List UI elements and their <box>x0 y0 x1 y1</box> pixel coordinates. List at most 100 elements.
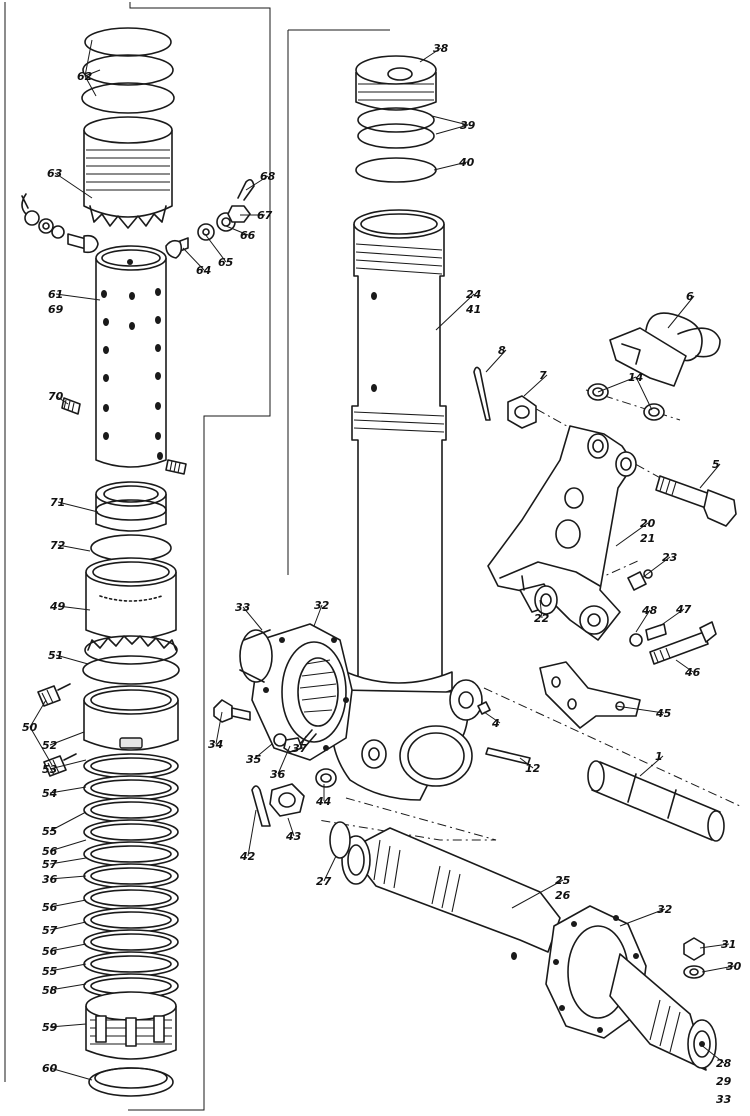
callout-label-c55a: 55 <box>42 825 58 838</box>
callout-label-c8: 8 <box>498 344 506 357</box>
callout-label-c47: 47 <box>675 603 692 616</box>
leader-line <box>287 817 295 837</box>
swing-arm-20-21 <box>487 425 637 641</box>
callout-label-c66: 66 <box>240 229 256 242</box>
leader-line <box>29 699 47 728</box>
leader-line <box>247 809 257 857</box>
callout-label-c45: 45 <box>655 707 672 720</box>
leader-line <box>57 501 99 513</box>
callout-label-c37: 37 <box>292 742 308 755</box>
callout-label-c28: 28 <box>716 1057 732 1070</box>
callout-label-c69: 69 <box>48 303 64 316</box>
hub-flange-32-33 <box>239 623 353 761</box>
callout-label-c12: 12 <box>525 762 541 775</box>
leader-line <box>49 811 87 832</box>
leader-line <box>245 175 269 191</box>
callout-label-c53: 53 <box>42 763 58 776</box>
bolt-34 <box>213 699 251 723</box>
callout-label-c38: 38 <box>433 42 449 55</box>
callout-label-c27: 27 <box>316 875 332 888</box>
washer-44 <box>315 768 337 788</box>
callout-label-c50: 50 <box>22 721 38 734</box>
leader-line <box>49 943 87 952</box>
callout-label-c4: 4 <box>491 717 500 730</box>
callout-label-c62: 62 <box>77 70 93 83</box>
callout-label-c29: 29 <box>716 1075 732 1088</box>
callout-label-c63: 63 <box>47 167 63 180</box>
leader-line <box>659 608 685 627</box>
callout-label-c30: 30 <box>726 960 742 973</box>
callout-label-c49: 49 <box>49 600 66 613</box>
callout-label-c68: 68 <box>260 170 276 183</box>
leader-line <box>639 755 664 777</box>
leader-line <box>49 1067 93 1081</box>
callout-label-c56c: 56 <box>42 945 58 958</box>
rings-39 <box>357 107 435 149</box>
assembly-frame-lines <box>4 2 390 1111</box>
callout-label-c20: 20 <box>640 517 656 530</box>
bushing-22 <box>519 575 558 615</box>
leader-line <box>615 705 665 714</box>
callout-label-c70: 70 <box>48 390 64 403</box>
callout-label-c64: 64 <box>196 264 211 277</box>
callout-label-c44: 44 <box>315 795 331 808</box>
callout-label-c41: 41 <box>465 303 481 316</box>
spring-coil-inner <box>90 757 172 775</box>
callout-label-c34: 34 <box>208 738 223 751</box>
bracket-45 <box>539 661 641 729</box>
leader-line <box>519 757 534 769</box>
axle-tube-25-26 <box>341 827 561 960</box>
spring-coil-inner <box>90 933 172 951</box>
callout-label-c6: 6 <box>686 290 694 303</box>
callout-label-c33b: 33 <box>716 1093 732 1106</box>
spring-seat-59 <box>85 991 177 1060</box>
leader-line <box>483 711 501 724</box>
callout-label-c59: 59 <box>42 1021 58 1034</box>
ring-60 <box>88 1067 174 1097</box>
callout-label-c23: 23 <box>662 551 678 564</box>
callout-label-c46: 46 <box>684 666 701 679</box>
leader-line <box>635 376 653 411</box>
callout-label-c1: 1 <box>655 750 663 763</box>
leader-line <box>49 839 87 852</box>
leader-line <box>435 293 475 331</box>
leader-line <box>701 965 735 973</box>
leader-line <box>84 39 93 77</box>
callout-label-c56a: 56 <box>42 845 58 858</box>
leader-line <box>215 711 223 745</box>
leader-line <box>84 69 101 77</box>
spring-coil-inner <box>90 845 172 863</box>
leader-line <box>277 745 291 775</box>
pin-12 <box>485 747 531 765</box>
callout-label-c33t: 33 <box>235 601 251 614</box>
leader-line <box>54 172 93 199</box>
leader-line <box>29 726 53 766</box>
leader-line <box>49 963 87 972</box>
leader-line <box>619 908 666 927</box>
ring-27 <box>329 821 351 859</box>
leader-line <box>242 606 263 631</box>
leader-line <box>49 857 87 865</box>
callout-label-c7: 7 <box>539 369 547 382</box>
callout-label-c36l: 36 <box>42 873 58 886</box>
callout-label-c67: 67 <box>257 209 273 222</box>
spring-clip-6 <box>609 312 721 387</box>
spring-stack-52-58 <box>83 685 179 999</box>
axle-shaft-1 <box>587 760 725 842</box>
leader-line <box>49 786 87 794</box>
cap-nut-63 <box>83 116 173 229</box>
leader-line <box>204 233 227 263</box>
callout-label-c43: 43 <box>285 830 302 843</box>
castle-nut-43 <box>269 783 305 817</box>
callout-label-c35: 35 <box>246 753 262 766</box>
strut-tube-24 <box>345 209 453 702</box>
leader-line <box>433 161 468 171</box>
cylinder-49 <box>85 557 177 640</box>
leader-line <box>57 605 91 611</box>
leader-line <box>49 875 87 880</box>
ring-72 <box>90 534 172 562</box>
leader-line <box>182 247 205 271</box>
callout-label-c24: 24 <box>466 288 481 301</box>
spindle-28-29-33 <box>609 953 717 1071</box>
